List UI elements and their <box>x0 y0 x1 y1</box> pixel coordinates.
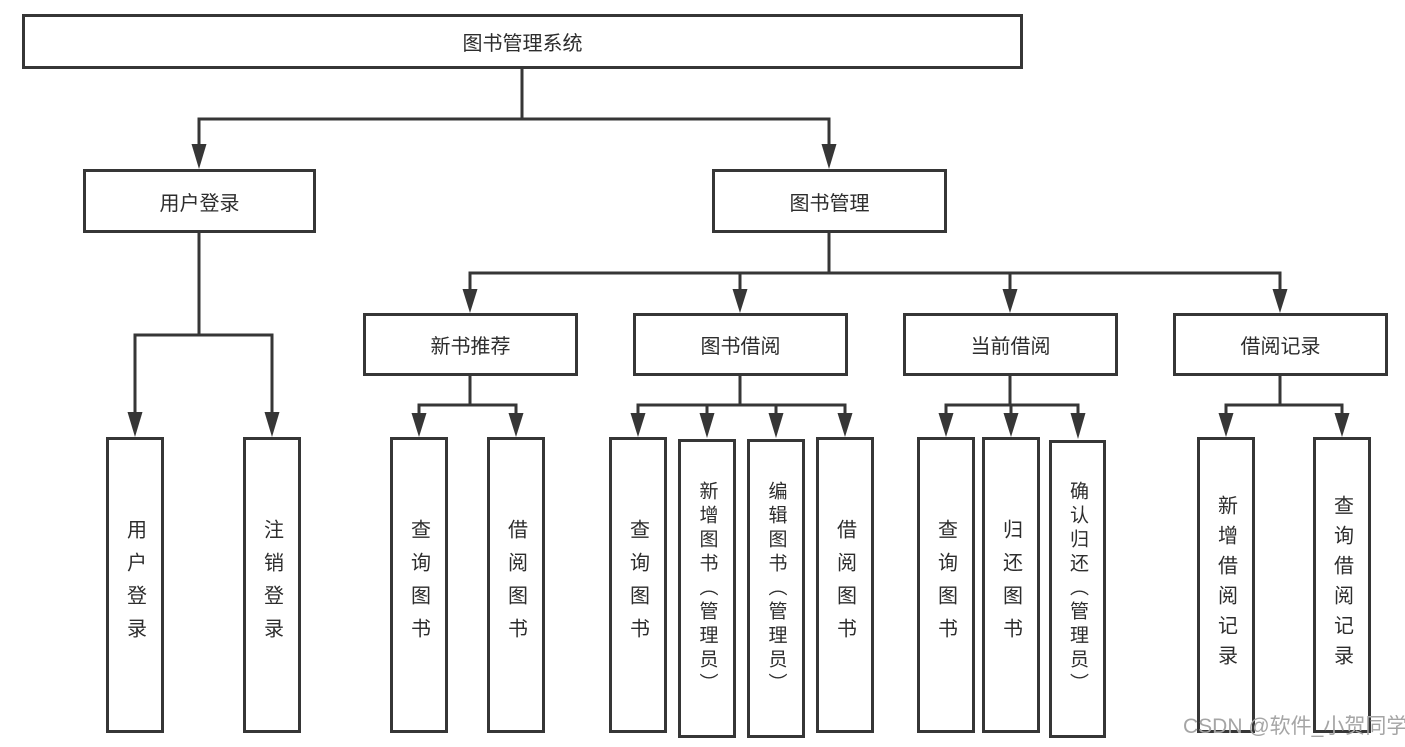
node-book-management: 图书管理 <box>712 169 947 233</box>
node-borrow-record: 借阅记录 <box>1173 313 1388 376</box>
node-new-book-recommend-label: 新书推荐 <box>430 336 511 358</box>
leaf-user-login: 用户登录 <box>106 437 164 733</box>
node-user-login-label: 用户登录 <box>159 192 240 215</box>
leaf-borrow-edit-book-admin-label: 编辑图书（管理员） <box>765 480 787 697</box>
node-user-login: 用户登录 <box>83 169 316 233</box>
node-book-borrow-label: 图书借阅 <box>700 336 781 358</box>
leaf-user-login-label: 用户登录 <box>123 519 146 651</box>
leaf-record-query: 查询借阅记录 <box>1313 437 1371 733</box>
leaf-current-return-book-label: 归还图书 <box>999 519 1022 651</box>
leaf-borrow-edit-book-admin: 编辑图书（管理员） <box>747 439 805 738</box>
leaf-current-return-book: 归还图书 <box>982 437 1040 733</box>
leaf-borrow-borrow-book-label: 借阅图书 <box>833 519 856 651</box>
leaf-borrow-borrow-book: 借阅图书 <box>816 437 874 733</box>
node-book-borrow: 图书借阅 <box>633 313 848 376</box>
leaf-current-confirm-return-admin-label: 确认归还（管理员） <box>1067 481 1088 697</box>
leaf-borrow-add-book-admin-label: 新增图书（管理员） <box>696 480 718 697</box>
leaf-borrow-query-book-label: 查询图书 <box>626 519 649 651</box>
node-current-borrow-label: 当前借阅 <box>970 336 1051 358</box>
leaf-recommend-borrow-book: 借阅图书 <box>487 437 545 733</box>
node-book-management-label: 图书管理 <box>789 192 870 215</box>
leaf-record-add: 新增借阅记录 <box>1197 437 1255 733</box>
leaf-logout: 注销登录 <box>243 437 301 733</box>
leaf-record-query-label: 查询借阅记录 <box>1330 495 1353 675</box>
node-current-borrow: 当前借阅 <box>903 313 1118 376</box>
node-root-label: 图书管理系统 <box>462 33 583 55</box>
leaf-recommend-borrow-book-label: 借阅图书 <box>504 519 527 651</box>
node-new-book-recommend: 新书推荐 <box>363 313 578 376</box>
leaf-current-confirm-return-admin: 确认归还（管理员） <box>1049 440 1106 738</box>
leaf-borrow-add-book-admin: 新增图书（管理员） <box>678 439 736 738</box>
node-borrow-record-label: 借阅记录 <box>1240 336 1321 358</box>
leaf-current-query-book: 查询图书 <box>917 437 975 733</box>
leaf-record-add-label: 新增借阅记录 <box>1214 495 1237 675</box>
node-root: 图书管理系统 <box>22 14 1023 69</box>
leaf-logout-label: 注销登录 <box>260 519 283 651</box>
leaf-current-query-book-label: 查询图书 <box>934 519 957 651</box>
csdn-watermark: CSDN @软件_小贺同学 <box>1183 715 1405 738</box>
leaf-recommend-query-book: 查询图书 <box>390 437 448 733</box>
arrowheads <box>127 144 1350 439</box>
leaf-borrow-query-book: 查询图书 <box>609 437 667 733</box>
leaf-recommend-query-book-label: 查询图书 <box>407 519 430 651</box>
